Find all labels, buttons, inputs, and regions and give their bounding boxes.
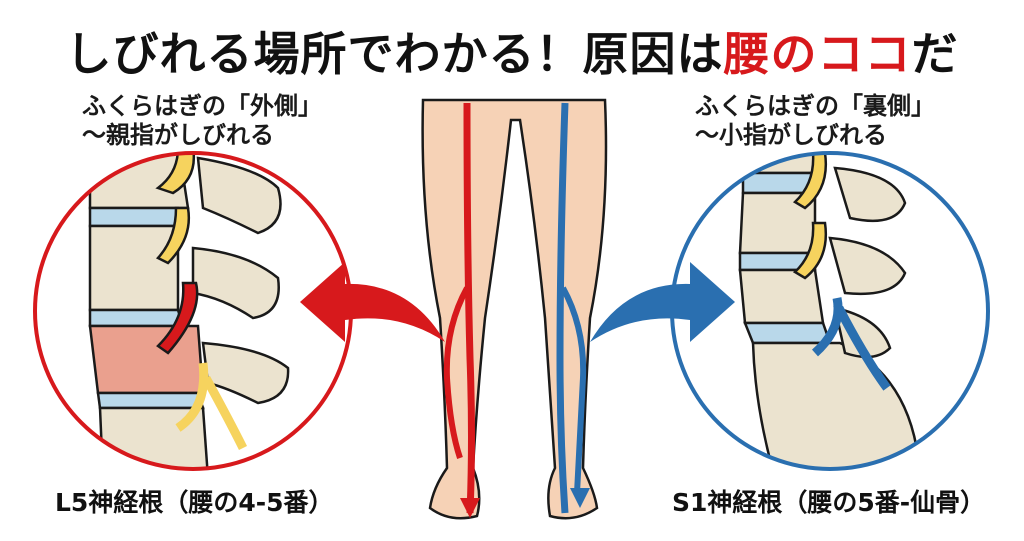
title-text: しびれる場所でわかる！原因は [65, 27, 724, 81]
right-caption-line1: ふくらはぎの「裏側」 [695, 92, 935, 120]
title-suffix: だ [911, 27, 959, 81]
l5-nerve-root-label: L5神経根（腰の4-5番） [55, 488, 334, 517]
left-caption-line2: ～親指がしびれる [82, 121, 274, 149]
title-highlight: 腰のココ [723, 27, 912, 81]
right-caption-line2: ～小指がしびれる [695, 121, 887, 149]
page-title: しびれる場所でわかる！原因は腰のココだ [0, 18, 1024, 84]
left-caption: ふくらはぎの「外側」 ～親指がしびれる [82, 92, 322, 150]
legs-illustration [421, 98, 608, 520]
right-caption: ふくらはぎの「裏側」 ～小指がしびれる [695, 92, 935, 150]
blue-arrow-icon [590, 262, 735, 342]
s1-spine-illustration [670, 151, 990, 471]
left-caption-line1: ふくらはぎの「外側」 [82, 92, 322, 120]
red-arrow-icon [300, 262, 445, 342]
l5-spine-illustration [33, 151, 353, 471]
s1-nerve-root-label: S1神経根（腰の5番-仙骨） [672, 488, 986, 517]
